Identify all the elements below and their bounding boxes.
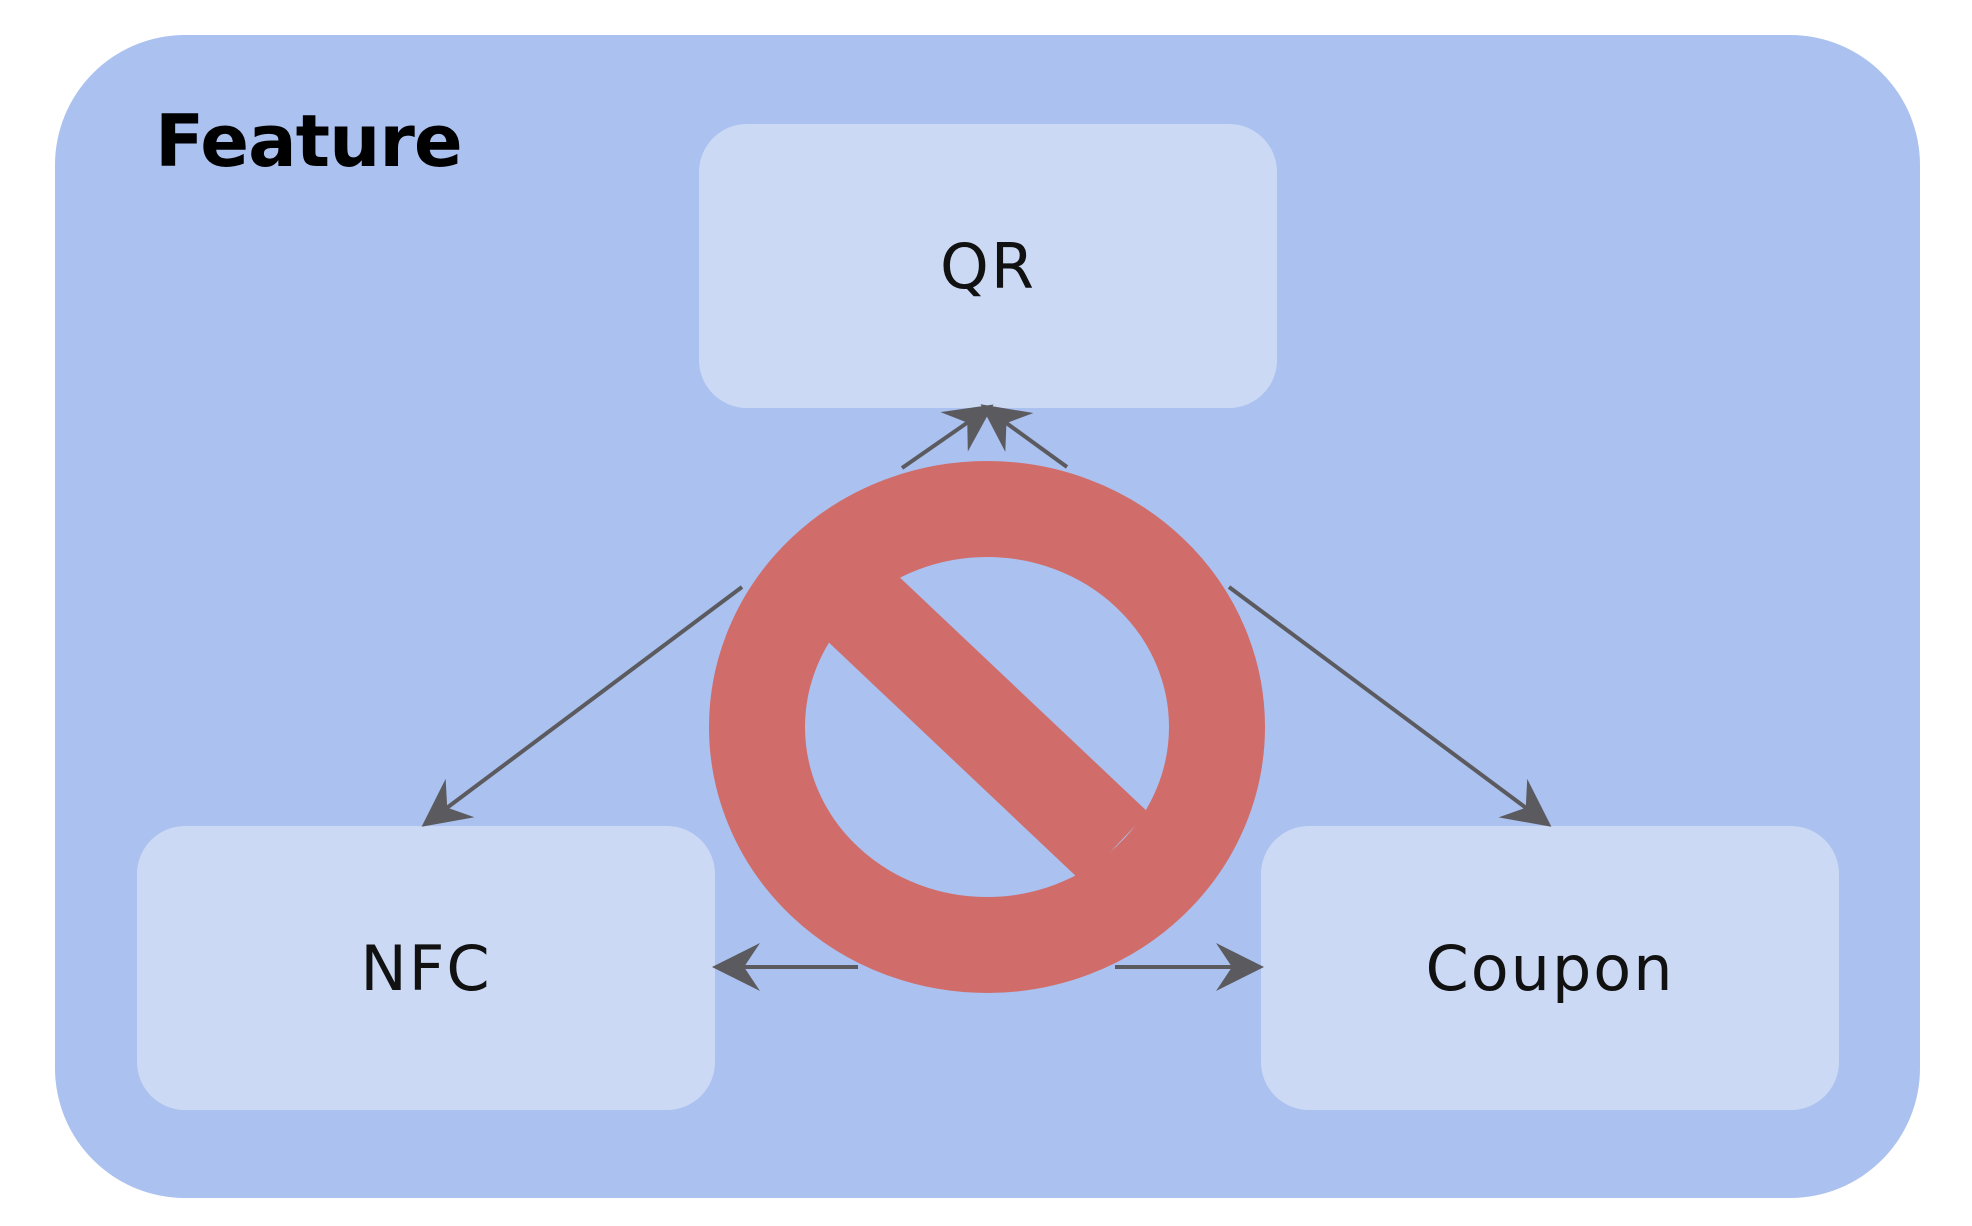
qr-node: QR [699,124,1277,408]
nfc-node-label: NFC [360,931,492,1005]
nfc-node: NFC [137,826,715,1110]
qr-node-label: QR [940,229,1036,303]
coupon-node: Coupon [1261,826,1839,1110]
coupon-node-label: Coupon [1425,931,1675,1005]
feature-title: Feature [155,99,463,183]
